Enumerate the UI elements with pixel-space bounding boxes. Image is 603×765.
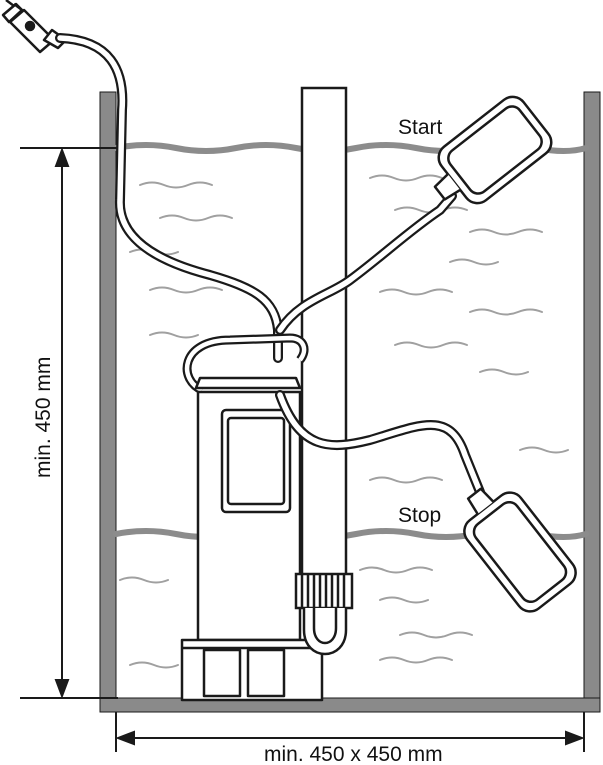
float-cable-start: [275, 191, 457, 335]
sump-tank: [99, 91, 601, 713]
water-ripples: [119, 174, 569, 669]
power-cable: [55, 33, 283, 363]
stop-level-label: Stop: [398, 504, 441, 527]
float-cable-stop: [275, 390, 485, 497]
height-dimension-label: min. 450 mm: [32, 357, 55, 478]
power-plug-icon: [1, 0, 68, 54]
start-level-label: Start: [398, 116, 443, 139]
tank-right-wall: [583, 91, 601, 713]
base-dimension: [115, 712, 585, 752]
float-switch-icon: [463, 487, 577, 613]
height-dimension: [20, 147, 118, 699]
pipe-coupling: [294, 572, 354, 656]
submersible-pump-icon: [180, 333, 324, 702]
float-switch-icon: [433, 95, 553, 205]
water-levels: [113, 142, 589, 540]
riser-pipe: [300, 86, 348, 590]
base-dimension-label: min. 450 x 450 mm: [264, 743, 443, 765]
tank-floor: [99, 697, 601, 713]
tank-left-wall: [99, 91, 117, 713]
